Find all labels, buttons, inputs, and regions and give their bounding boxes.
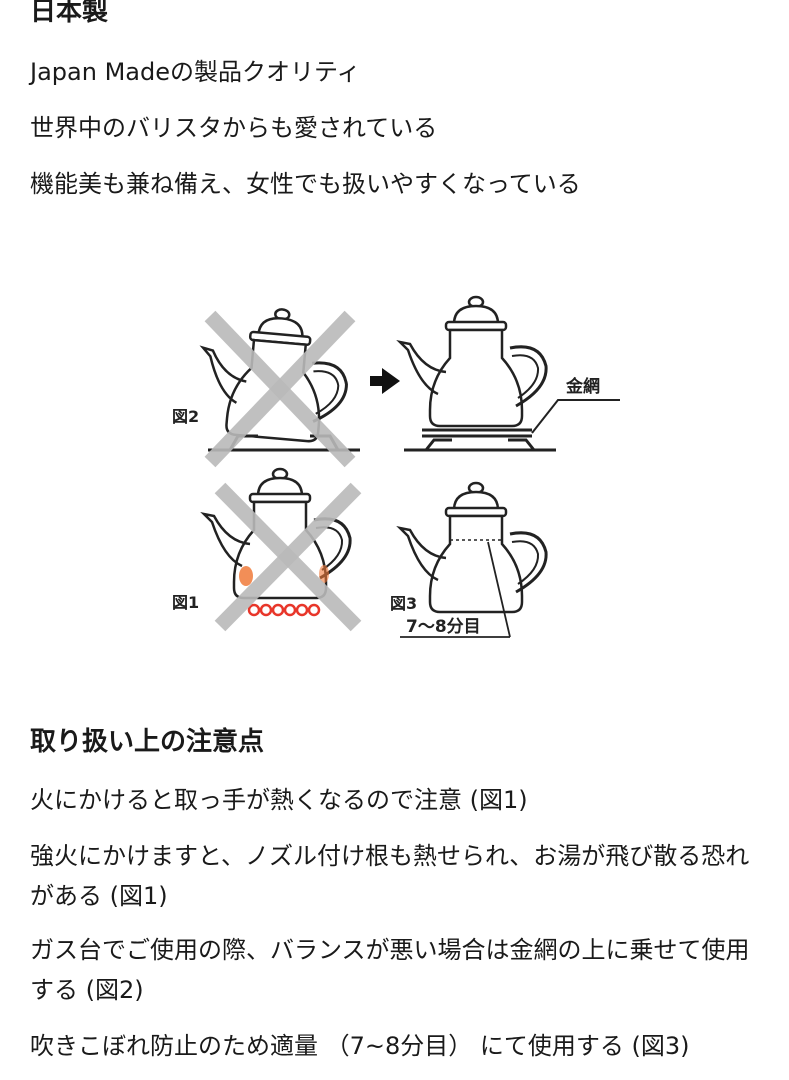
- usage-illustration: 図2 金網: [160, 292, 630, 652]
- usage-illustration-svg: 図2 金網: [172, 295, 620, 638]
- section-title-cautions: 取り扱い上の注意点: [30, 727, 265, 757]
- kettle-fill-level-icon: [398, 481, 548, 614]
- feature-item: 世界中のバリスタからも愛されている: [30, 114, 438, 142]
- caution-item: ガス台でご使用の際、バランスが悪い場合は金網の上に乗せて使用する (図2): [30, 936, 750, 1004]
- figure-label-3: 図3: [390, 594, 417, 613]
- fill-level-label: 7〜8分目: [406, 617, 481, 637]
- wire-mesh-label: 金網: [565, 376, 600, 397]
- figure-label-2: 図2: [172, 407, 199, 426]
- caution-item: 吹きこぼれ防止のため適量 （7~8分目） にて使用する (図3): [30, 1032, 690, 1060]
- feature-item: Japan Madeの製品クオリティ: [30, 58, 361, 86]
- caution-item: 火にかけると取っ手が熱くなるので注意 (図1): [30, 786, 528, 814]
- section-title-made-in-japan: 日本製: [30, 0, 109, 27]
- fill-pointer-line: [487, 541, 511, 638]
- heat-glow-icon: [319, 565, 329, 583]
- wire-mesh-icon: [404, 428, 556, 452]
- feature-item: 機能美も兼ね備え、女性でも扱いやすくなっている: [30, 170, 581, 198]
- kettle-on-mesh-icon: [398, 295, 548, 428]
- flame-icon: [247, 603, 321, 617]
- figure-label-1: 図1: [172, 593, 199, 612]
- mesh-pointer-line: [531, 399, 620, 434]
- cross-mark-icon: [204, 310, 356, 468]
- heat-glow-icon: [239, 566, 253, 586]
- arrow-right-icon: [370, 368, 400, 394]
- caution-item: 強火にかけますと、ノズル付け根も熱せられ、お湯が飛び散る恐れがある (図1): [30, 842, 750, 910]
- cross-mark-icon: [214, 482, 362, 632]
